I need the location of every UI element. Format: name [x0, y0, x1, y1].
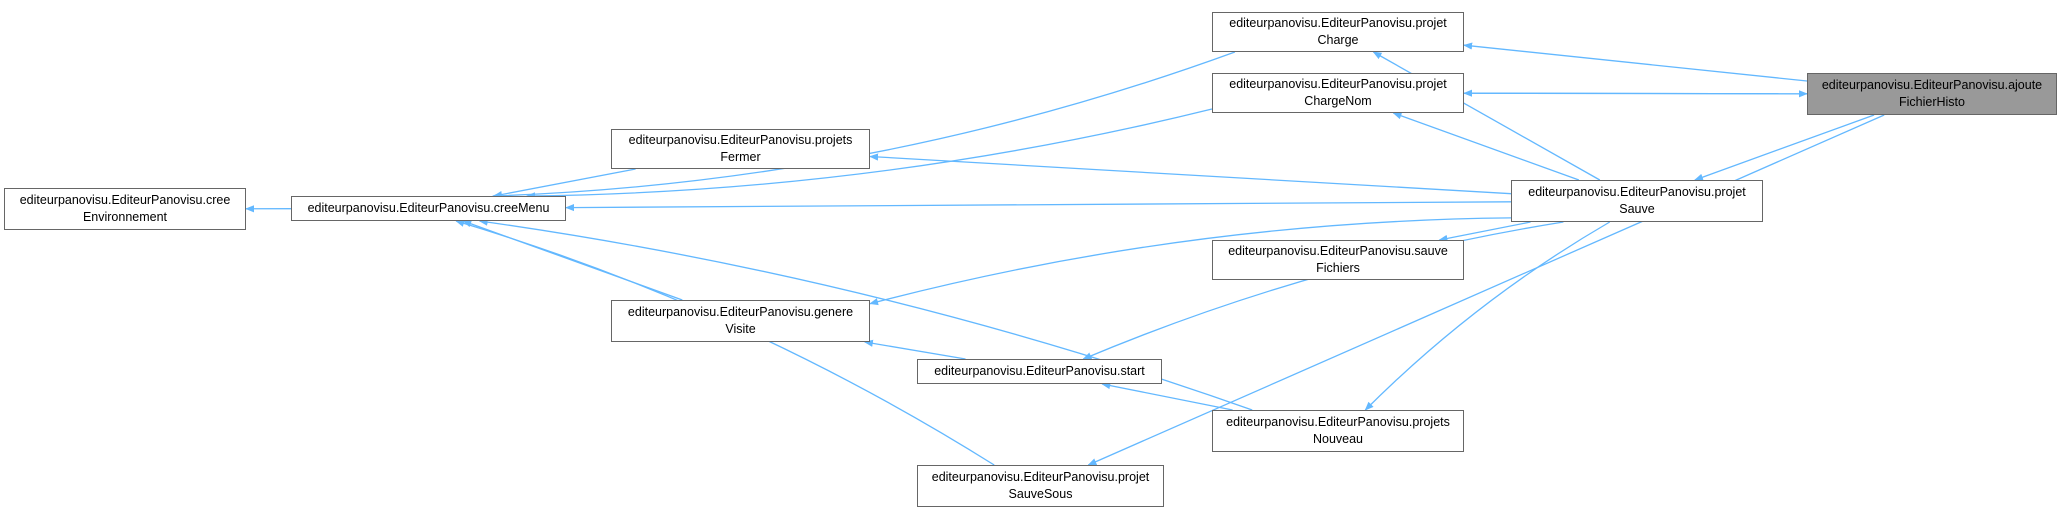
edge-projetSauve-to-projetsNouveau	[1364, 221, 1611, 411]
node-cree-environnement[interactable]: editeurpanovisu.EditeurPanovisu.cree Env…	[4, 188, 246, 230]
edge-projetSauve-to-sauveFichiers	[1438, 221, 1531, 242]
node-sauve-fichiers-line1: editeurpanovisu.EditeurPanovisu.sauve	[1228, 244, 1448, 258]
edge-projetSauve-to-projetChargeNom	[1392, 112, 1580, 181]
node-genere-visite[interactable]: editeurpanovisu.EditeurPanovisu.genere V…	[611, 300, 870, 342]
edge-projetSauve-to-projetsFermer	[869, 153, 1512, 195]
node-projet-sauve-sous-line2: SauveSous	[1008, 487, 1073, 501]
edge-projetsFermer-to-creeMenu	[493, 168, 636, 199]
node-projet-charge-nom[interactable]: editeurpanovisu.EditeurPanovisu.projet C…	[1212, 73, 1464, 113]
edge-projetsNouveau-to-start	[1101, 382, 1233, 411]
node-projets-nouveau[interactable]: editeurpanovisu.EditeurPanovisu.projets …	[1212, 410, 1464, 452]
node-projet-charge[interactable]: editeurpanovisu.EditeurPanovisu.projet C…	[1212, 12, 1464, 52]
edge-ajoute-to-projetSauve	[1694, 114, 1875, 181]
node-projets-nouveau-line1: editeurpanovisu.EditeurPanovisu.projets	[1226, 415, 1450, 429]
edge-genereVisite-to-creeMenu	[462, 220, 683, 301]
edge-projetSauveSous-to-creeMenu	[455, 219, 995, 466]
node-projets-fermer[interactable]: editeurpanovisu.EditeurPanovisu.projets …	[611, 129, 870, 169]
edge-ajoute-to-projetSauveSous	[1087, 114, 1885, 466]
node-cree-menu[interactable]: editeurpanovisu.EditeurPanovisu.creeMenu	[291, 196, 566, 221]
node-cree-menu-line1: editeurpanovisu.EditeurPanovisu.creeMenu	[307, 201, 550, 215]
node-projet-charge-nom-line1: editeurpanovisu.EditeurPanovisu.projet	[1229, 77, 1447, 91]
node-cree-env-line1: editeurpanovisu.EditeurPanovisu.cree	[19, 193, 231, 207]
node-sauve-fichiers-line2: Fichiers	[1316, 261, 1360, 275]
edge-projetSauve-to-creeMenu	[565, 201, 1512, 212]
node-projet-sauve-sous[interactable]: editeurpanovisu.EditeurPanovisu.projet S…	[917, 465, 1164, 507]
node-genere-visite-line1: editeurpanovisu.EditeurPanovisu.genere	[627, 305, 854, 319]
node-projet-charge-line2: Charge	[1317, 33, 1359, 47]
node-sauve-fichiers[interactable]: editeurpanovisu.EditeurPanovisu.sauve Fi…	[1212, 240, 1464, 280]
node-projet-sauve-sous-line1: editeurpanovisu.EditeurPanovisu.projet	[931, 470, 1150, 484]
edge-ajoute-to-projetCharge	[1463, 42, 1808, 82]
edge-projetSauve-to-genereVisite	[869, 217, 1512, 306]
node-cree-env-line2: Environnement	[82, 210, 168, 224]
node-ajoute-fichier-histo[interactable]: editeurpanovisu.EditeurPanovisu.ajoute F…	[1807, 73, 2057, 115]
node-projets-nouveau-line2: Nouveau	[1312, 432, 1364, 446]
node-projet-charge-nom-line2: ChargeNom	[1304, 94, 1372, 108]
node-start[interactable]: editeurpanovisu.EditeurPanovisu.start	[917, 359, 1162, 384]
node-projet-sauve-line2: Sauve	[1619, 202, 1655, 216]
node-projet-charge-line1: editeurpanovisu.EditeurPanovisu.projet	[1229, 16, 1447, 30]
node-projets-fermer-line1: editeurpanovisu.EditeurPanovisu.projets	[628, 133, 853, 147]
node-projet-sauve[interactable]: editeurpanovisu.EditeurPanovisu.projet S…	[1511, 180, 1763, 222]
node-ajoute-line1: editeurpanovisu.EditeurPanovisu.ajoute	[1821, 78, 2043, 92]
node-ajoute-line2: FichierHisto	[1899, 95, 1965, 109]
edge-projetChargeNom-to-ajoute	[1463, 90, 1808, 98]
edge-projetChargeNom-to-creeMenu	[526, 108, 1213, 200]
node-genere-visite-line2: Visite	[725, 322, 756, 336]
node-start-line1: editeurpanovisu.EditeurPanovisu.start	[934, 364, 1145, 378]
node-projet-sauve-line1: editeurpanovisu.EditeurPanovisu.projet	[1528, 185, 1746, 199]
edge-start-to-genereVisite	[863, 339, 966, 360]
edge-projetSauve-to-projetCharge	[1372, 51, 1601, 181]
node-projets-fermer-line2: Fermer	[720, 150, 761, 164]
